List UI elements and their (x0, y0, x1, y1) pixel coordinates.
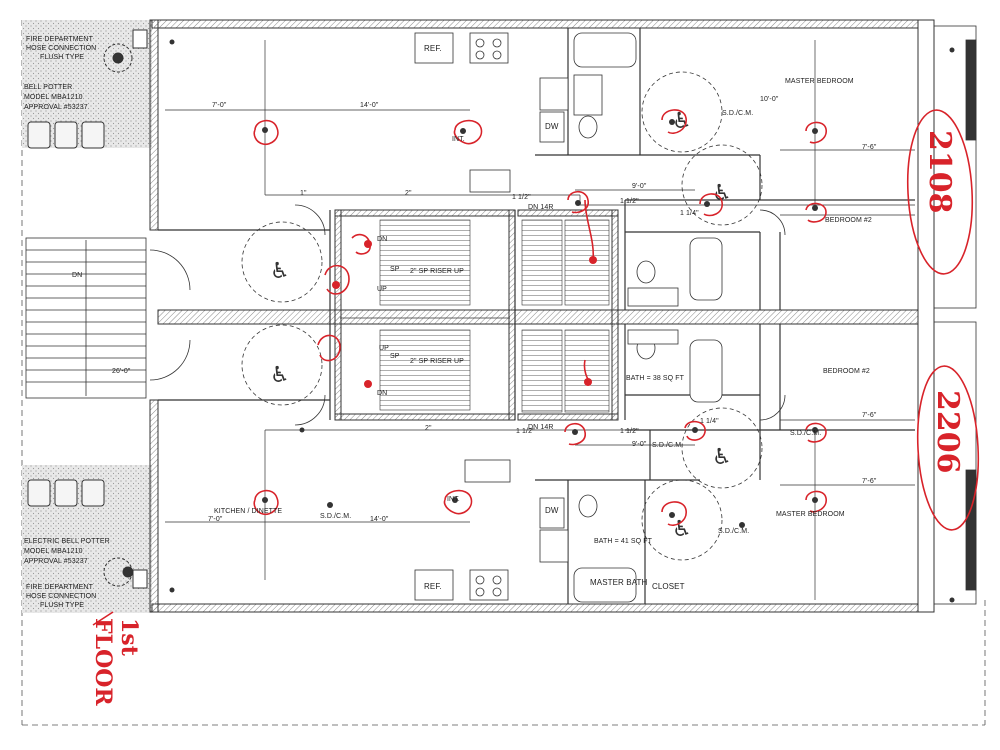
bell-note-bottom-line3: APPROVAL #53237 (24, 558, 88, 565)
bell-note-line3: APPROVAL #53237 (24, 104, 88, 111)
dim-1-5-top: 1 1/2" (512, 194, 531, 201)
stair-dimension: 26'-0" (112, 368, 131, 375)
master-bath-label: MASTER BATH (590, 578, 648, 587)
dim-7-6-bottom-b: 7'-6" (862, 478, 877, 485)
svg-text:♿: ♿ (712, 181, 732, 206)
sdcm-label-bottom: S.D./C.M. (652, 442, 684, 449)
sp-riser-top: 2" SP RISER UP (410, 268, 464, 275)
entrance-dn-label: DN (72, 272, 83, 279)
dim-14-0-bottom: 14'-0" (370, 516, 389, 523)
master-bedroom-label-bottom: MASTER BEDROOM (776, 511, 845, 518)
device-markers (169, 39, 955, 603)
bell-note-line1: BELL POTTER (24, 84, 73, 91)
dimension-lines (165, 40, 915, 600)
bell-note-line2: MODEL MBA1210 (24, 94, 83, 101)
svg-text:♿: ♿ (672, 517, 692, 542)
dn-label-stair-bottom: DN (377, 390, 388, 397)
up-label-top: UP (377, 286, 387, 293)
dw-label-bottom: DW (545, 506, 559, 515)
bath-41-label: BATH = 41 SQ FT (594, 538, 652, 545)
fd-connection-note-line1: FIRE DEPARTMENT (26, 36, 93, 43)
dim-7-6-bottom-a: 7'-6" (862, 412, 877, 419)
dim-1-25-top: 1 1/4" (680, 210, 699, 217)
dn-label-stair-top: DN (377, 236, 388, 243)
sp-tag-top: SP (390, 266, 400, 273)
bedroom2-label-top: BEDROOM #2 (825, 217, 872, 224)
bell-note-bottom-line2: MODEL MBA1210 (24, 548, 83, 555)
sdcm-label-top: S.D./C.M. (722, 110, 754, 117)
exterior-walls (149, 19, 935, 613)
bath-38-label: BATH = 38 SQ FT (626, 375, 684, 382)
kitchen-dinette-label: KITCHEN / DINETTE (214, 508, 283, 515)
dim-2-bottom: 2" (425, 425, 432, 432)
dim-9-0-top: 9'-0" (632, 183, 647, 190)
bell-note-bottom-line1: ELECTRIC BELL POTTER (24, 538, 110, 545)
turning-circles (241, 71, 763, 561)
closet-label: CLOSET (652, 582, 685, 591)
svg-text:♿: ♿ (270, 259, 290, 284)
wheelchair-icon: ♿ ♿ ♿ ♿ ♿ ♿ (270, 109, 732, 542)
sdcm-label-master-bottom: S.D./C.M. (718, 528, 750, 535)
bedroom2-label-bottom: BEDROOM #2 (823, 368, 870, 375)
ref-label-bottom: REF. (424, 582, 442, 591)
dim-14-0-top: 14'-0" (360, 102, 379, 109)
svg-text:♿: ♿ (712, 445, 732, 470)
sdcm-label-bottom-right: S.D./C.M. (790, 430, 822, 437)
fd-connection-bottom-line3: FLUSH TYPE (40, 602, 85, 609)
dim-1-top: 1" (300, 190, 307, 197)
sp-tag-bottom: SP (390, 353, 400, 360)
fd-connection-bottom-line2: HOSE CONNECTION (26, 593, 97, 600)
master-bedroom-label-top: MASTER BEDROOM (785, 78, 854, 85)
up-label-bottom: UP (379, 345, 389, 352)
dim-1-5-bottom-b: 1 1/2" (620, 428, 639, 435)
dim-9-0-bottom: 9'-0" (632, 441, 647, 448)
entrance-stair (25, 237, 147, 399)
dim-7-6-top: 7'-6" (862, 144, 877, 151)
fd-connection-symbol (103, 29, 148, 589)
sp-riser-bottom: 2" SP RISER UP (410, 358, 464, 365)
fixtures (414, 32, 723, 603)
sdcm-label-kitchen: S.D./C.M. (320, 513, 352, 520)
red-dots (332, 240, 597, 388)
dim-2-top: 2" (405, 190, 412, 197)
int-label-top: INT. (452, 136, 465, 143)
dn-14r-top: DN 14R (528, 204, 554, 211)
planter-boxes (27, 121, 105, 507)
fd-connection-note-line2: HOSE CONNECTION (26, 45, 97, 52)
floor-note: 1st FLOOR (90, 618, 142, 706)
dim-10-0-top: 10'-0" (760, 96, 779, 103)
balcony-strip (933, 25, 977, 605)
dn-14r-bottom: DN 14R (528, 424, 554, 431)
dim-7-0-bottom: 7'-0" (208, 516, 223, 523)
ref-label-top: REF. (424, 44, 442, 53)
dim-1-5-bottom: 1 1/2" (516, 428, 535, 435)
fd-connection-bottom-line1: FIRE DEPARTMENT (26, 584, 93, 591)
stair-core (334, 209, 619, 421)
svg-text:♿: ♿ (270, 363, 290, 388)
dim-1-25-bottom: 1 1/4" (700, 418, 719, 425)
unit-number-bottom: 2206 (930, 390, 965, 474)
int-label-bottom: INT. (447, 496, 460, 503)
dim-7-0-top: 7'-0" (212, 102, 227, 109)
unit-number-top: 2108 (922, 130, 957, 214)
fd-connection-note-line3: FLUSH TYPE (40, 54, 85, 61)
svg-text:♿: ♿ (672, 109, 692, 134)
dw-label-top: DW (545, 122, 559, 131)
door-swings (149, 204, 786, 426)
dim-1-5-top-b: 1 1/2" (620, 198, 639, 205)
